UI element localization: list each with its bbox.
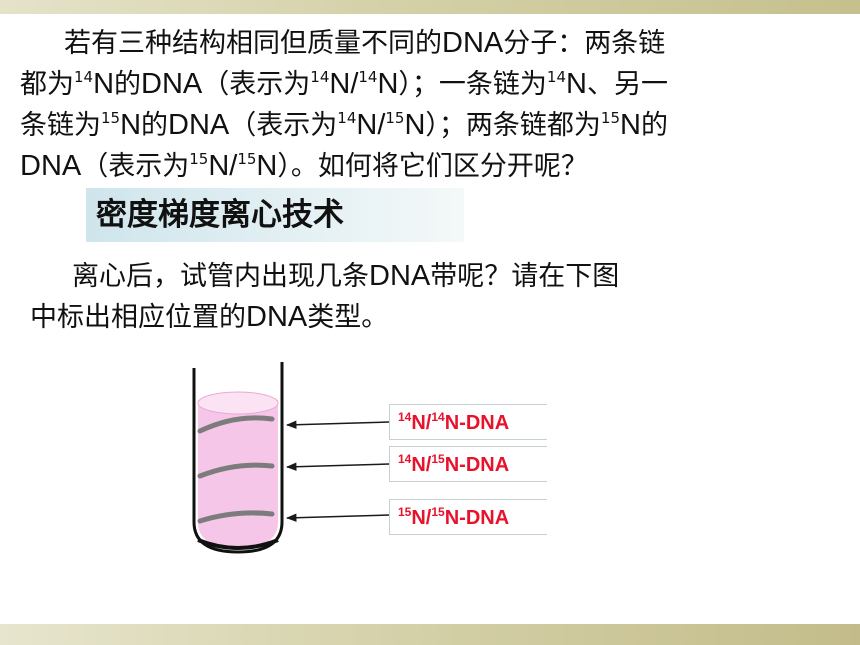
text-segment: N-DNA xyxy=(444,507,510,529)
tube-wall xyxy=(192,362,284,554)
isotope-superscript: 15 xyxy=(398,505,412,519)
text-segment: 都为 xyxy=(20,69,74,100)
text-segment: （表示为 xyxy=(81,151,190,182)
isotope-superscript: 14 xyxy=(310,68,330,86)
dna-band-hybrid xyxy=(197,462,275,479)
top-decor-bar xyxy=(0,0,860,14)
isotope-superscript: 14 xyxy=(546,68,567,86)
question-paragraph: 离心后，试管内出现几条DNA带呢？请在下图 中标出相应位置的DNA类型。 xyxy=(30,256,619,338)
label-light-dna: 14N/14N-DNA xyxy=(389,404,547,440)
text-segment: （表示为 xyxy=(229,110,338,141)
text-segment: DNA xyxy=(369,260,431,292)
intro-line-1: 若有三种结构相同但质量不同的DNA分子：两条链 xyxy=(20,23,668,64)
text-segment: 分子：两条链 xyxy=(503,28,666,59)
isotope-superscript: 15 xyxy=(189,150,209,168)
text-segment: N/ xyxy=(329,68,359,100)
text-segment: 若有三种结构相同但质量不同的 xyxy=(64,28,442,59)
text-segment: N xyxy=(404,109,426,141)
text-segment: 的 xyxy=(114,69,142,100)
text-segment: N xyxy=(620,109,641,141)
text-segment: DNA xyxy=(246,301,308,333)
text-segment: N xyxy=(93,68,115,100)
isotope-superscript: 15 xyxy=(237,150,257,168)
text-segment: N-DNA xyxy=(444,412,510,434)
isotope-superscript: 14 xyxy=(337,109,357,127)
text-segment: N/ xyxy=(411,412,432,434)
text-segment: N xyxy=(120,109,142,141)
arrow-to-light-band xyxy=(285,420,390,429)
isotope-superscript: 15 xyxy=(431,452,445,466)
text-segment: ）；一条链为 xyxy=(398,69,547,100)
tube-bottom-shadow xyxy=(197,538,279,550)
text-segment: ）；两条链都为 xyxy=(425,110,601,141)
arrow-to-heavy-band xyxy=(285,513,390,522)
text-segment: N-DNA xyxy=(444,454,510,476)
text-segment: DNA xyxy=(20,150,82,182)
arrow-to-hybrid-band xyxy=(285,462,390,471)
dna-band-heavy xyxy=(197,510,275,524)
text-segment: ）。如何将它们区分开呢？ xyxy=(277,151,588,182)
intro-line-4: DNA（表示为15N/15N）。如何将它们区分开呢？ xyxy=(20,146,668,187)
isotope-superscript: 14 xyxy=(398,452,412,466)
text-segment: （表示为 xyxy=(202,69,311,100)
label-hybrid-dna: 14N/15N-DNA xyxy=(389,446,547,482)
isotope-superscript: 15 xyxy=(385,109,405,127)
isotope-superscript: 15 xyxy=(431,505,445,519)
text-segment: N xyxy=(377,68,399,100)
text-segment: N xyxy=(256,150,278,182)
question-line-1: 离心后，试管内出现几条DNA带呢？请在下图 xyxy=(30,256,619,297)
isotope-superscript: 14 xyxy=(398,410,412,424)
text-segment: 的 xyxy=(640,110,668,141)
technique-banner: 密度梯度离心技术 xyxy=(86,188,464,242)
isotope-superscript: 14 xyxy=(431,410,445,424)
isotope-superscript: 14 xyxy=(74,68,94,86)
text-segment: N xyxy=(566,68,587,100)
text-segment: N/ xyxy=(411,507,432,529)
text-segment: DNA xyxy=(141,68,203,100)
intro-line-3: 条链为15N的DNA（表示为14N/15N）；两条链都为15N的 xyxy=(20,105,668,146)
bottom-decor-bar xyxy=(0,624,860,645)
isotope-superscript: 14 xyxy=(358,68,378,86)
text-segment: 带呢？请在下图 xyxy=(430,261,620,292)
intro-line-2: 都为14N的DNA（表示为14N/14N）；一条链为14N、另一 xyxy=(20,64,668,105)
text-segment: DNA xyxy=(442,27,504,59)
isotope-superscript: 15 xyxy=(101,109,121,127)
intro-paragraph: 若有三种结构相同但质量不同的DNA分子：两条链 都为14N的DNA（表示为14N… xyxy=(20,23,668,187)
text-segment: 类型。 xyxy=(307,302,389,333)
text-segment: N/ xyxy=(208,150,238,182)
text-segment: 条链为 xyxy=(20,110,101,141)
dna-band-light xyxy=(197,415,275,434)
text-segment: 中标出相应位置的 xyxy=(30,302,246,333)
liquid-surface xyxy=(197,391,279,415)
isotope-superscript: 15 xyxy=(600,109,621,127)
text-segment: 离心后，试管内出现几条 xyxy=(72,261,369,292)
text-segment: 的 xyxy=(141,110,169,141)
text-segment: N/ xyxy=(411,454,432,476)
text-segment: 、另一 xyxy=(586,69,668,100)
text-segment: DNA xyxy=(168,109,230,141)
text-segment: N/ xyxy=(356,109,386,141)
label-heavy-dna: 15N/15N-DNA xyxy=(389,499,547,535)
question-line-2: 中标出相应位置的DNA类型。 xyxy=(30,297,619,338)
